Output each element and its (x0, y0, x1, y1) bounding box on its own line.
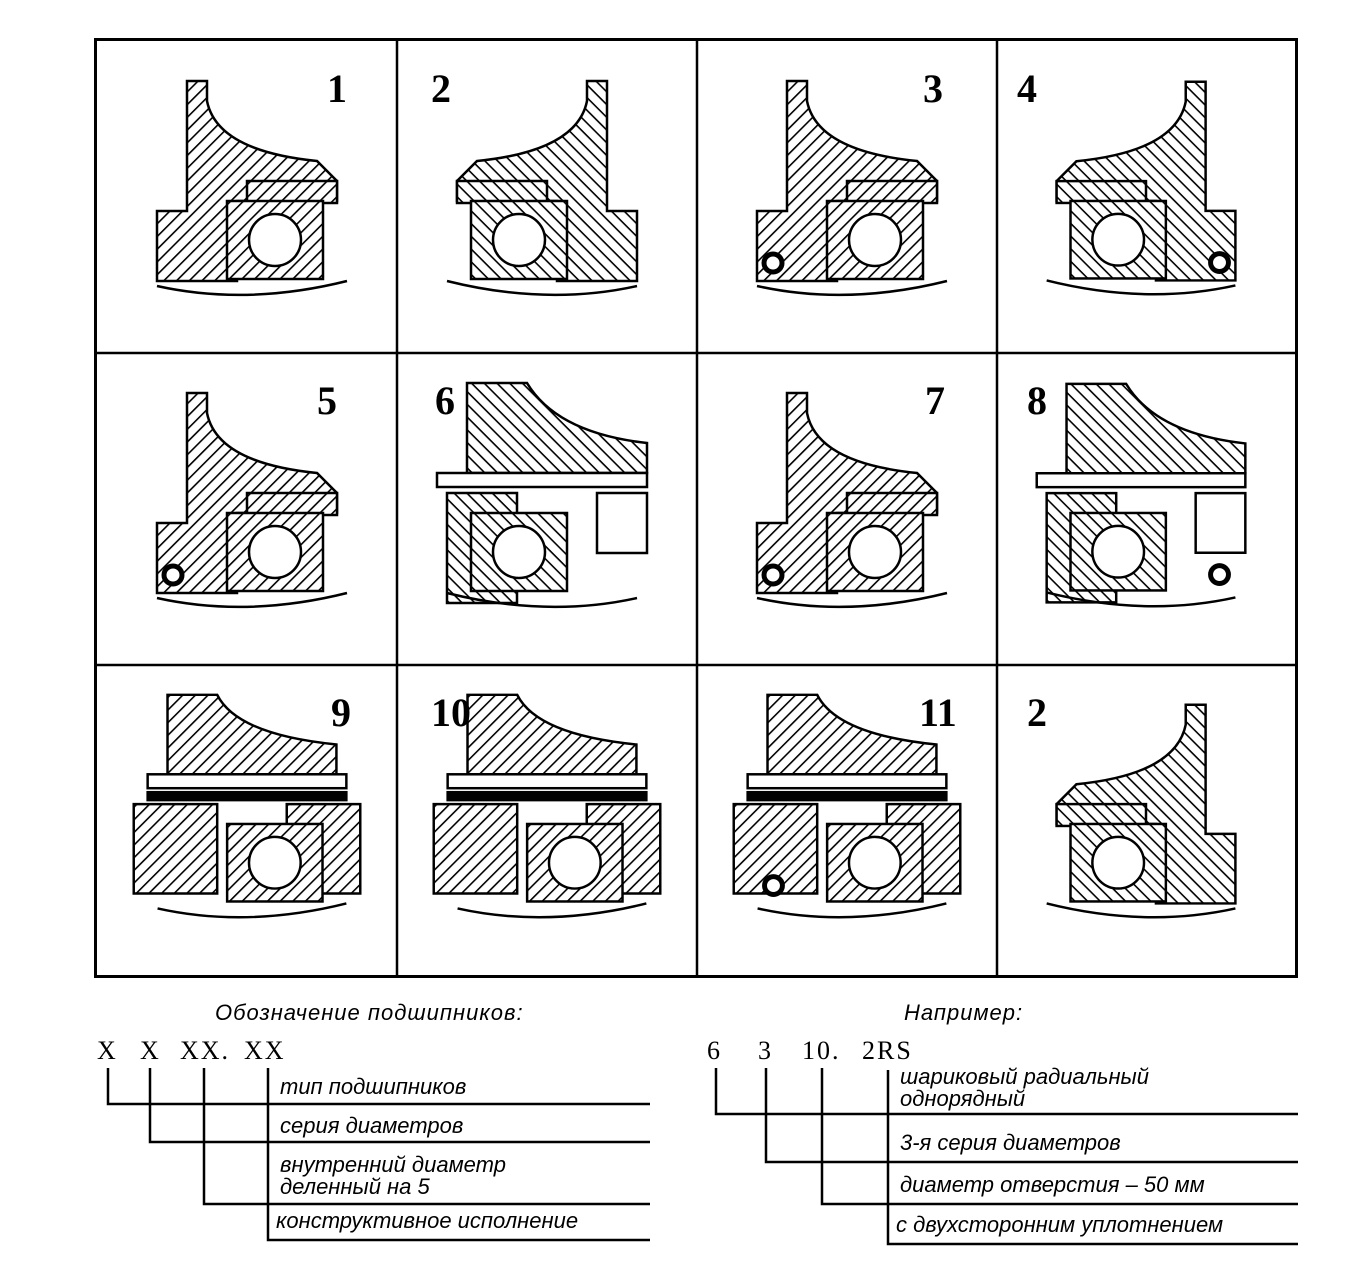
legend-right-desc-1: шариковый радиальный однорядный (900, 1064, 1149, 1111)
bearing-drawing (132, 693, 362, 919)
legend-left-code-2: X (140, 1036, 161, 1065)
bearing-cell-2: 2 (397, 41, 697, 353)
bearing-cell-8: 8 (997, 353, 1295, 665)
bearing-cell-1: 1 (97, 41, 397, 353)
legend-left-code-3: XX. (180, 1036, 231, 1065)
bearing-drawing (755, 79, 948, 297)
bearing-label: 3 (923, 66, 943, 111)
bearing-drawing (1035, 382, 1247, 608)
legend-right-code-1: 6 (707, 1036, 722, 1065)
legend-right-title: Например: (904, 1000, 1024, 1025)
bearing-label: 2 (431, 66, 451, 111)
legend-left-title: Обозначение подшипников: (215, 1000, 524, 1025)
legend-left-code-4: XX (244, 1036, 286, 1065)
housing-section (435, 381, 649, 609)
bearing-cell-5: 5 (97, 353, 397, 665)
bearing-label: 10 (431, 690, 471, 735)
bearing-label: 7 (925, 378, 945, 423)
bearing-cell-12: 2 (997, 665, 1295, 975)
housing-section (132, 693, 362, 919)
bearing-label: 11 (919, 690, 957, 735)
bearing-drawing (1046, 80, 1237, 296)
legend-right-code-2: 3 (758, 1036, 773, 1065)
bearing-label: 2 (1027, 690, 1047, 735)
legend-left-desc-4: конструктивное исполнение (276, 1208, 579, 1233)
bearing-cell-6: 6 (397, 353, 697, 665)
bearing-drawing (155, 79, 348, 297)
legend-right-desc-3: диаметр отверстия – 50 мм (900, 1172, 1205, 1197)
housing-section (446, 79, 639, 297)
legend-right-desc-4: с двухсторонним уплотнением (896, 1212, 1224, 1237)
legend-left-desc-2: серия диаметров (280, 1113, 464, 1138)
bearing-drawing (732, 693, 962, 919)
housing-section (155, 79, 348, 297)
bearing-label: 5 (317, 378, 337, 423)
bearing-drawing (432, 693, 662, 919)
legend-left-desc-3: внутренний диаметр деленный на 5 (280, 1152, 506, 1199)
housing-section (755, 391, 948, 609)
bearing-label: 8 (1027, 378, 1047, 423)
bearing-cell-11: 11 (697, 665, 997, 975)
legend-left-code-1: X (97, 1036, 118, 1065)
bearing-cell-4: 4 (997, 41, 1295, 353)
housing-section (755, 79, 948, 297)
housing-section (1046, 703, 1237, 919)
bearing-cell-3: 3 (697, 41, 997, 353)
bearing-cell-10: 10 (397, 665, 697, 975)
bearing-drawing (755, 391, 948, 609)
legend-right-desc-2: 3-я серия диаметров (900, 1130, 1121, 1155)
bearing-cell-7: 7 (697, 353, 997, 665)
bearing-drawing (435, 381, 649, 609)
bearing-label: 9 (331, 690, 351, 735)
grid-lines (97, 41, 1295, 975)
bearing-drawing (155, 391, 348, 609)
bearing-drawing (1046, 703, 1237, 919)
housing-section (432, 693, 662, 919)
bearing-drawing (446, 79, 639, 297)
bearing-cell-9: 9 (97, 665, 397, 975)
housing-section (732, 693, 962, 919)
housing-section (1035, 382, 1247, 608)
legend-right-code-3: 10. (802, 1036, 841, 1065)
legend-right-code-4: 2RS (862, 1036, 913, 1065)
bearing-label: 6 (435, 378, 455, 423)
bearing-label: 1 (327, 66, 347, 111)
housing-section (1046, 80, 1237, 296)
bearing-housing-grid: 1 2 3 4 5 6 7 8 9 10 11 2 (94, 38, 1298, 978)
legend-left-desc-1: тип подшипников (280, 1074, 467, 1099)
housing-section (155, 391, 348, 609)
bearing-label: 4 (1017, 66, 1037, 111)
